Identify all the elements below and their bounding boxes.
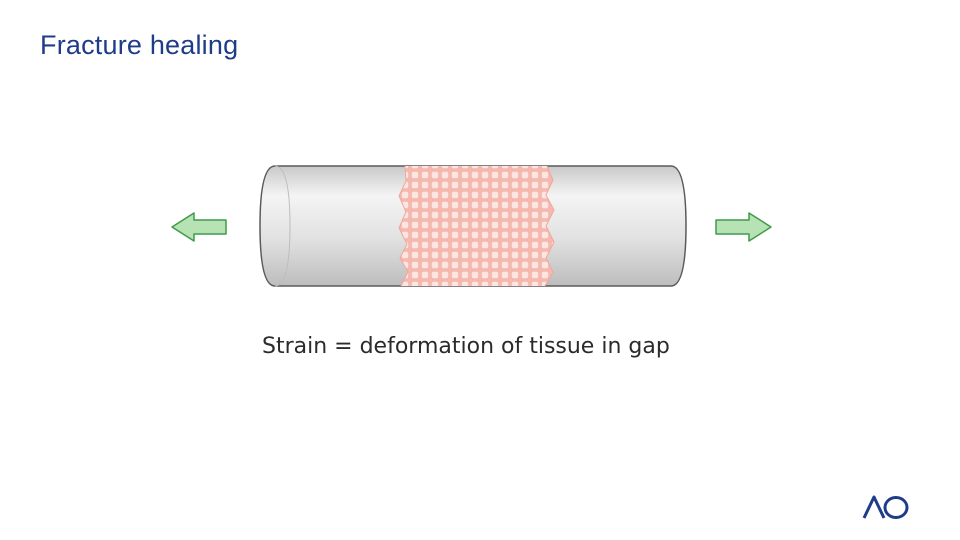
diagram-caption: Strain = deformation of tissue in gap xyxy=(262,334,670,359)
fracture-gap-tissue xyxy=(398,165,555,287)
arrow-right-icon xyxy=(715,212,772,242)
ao-logo xyxy=(862,495,909,519)
arrow-left-icon xyxy=(171,212,227,242)
page-title: Fracture healing xyxy=(40,30,239,60)
